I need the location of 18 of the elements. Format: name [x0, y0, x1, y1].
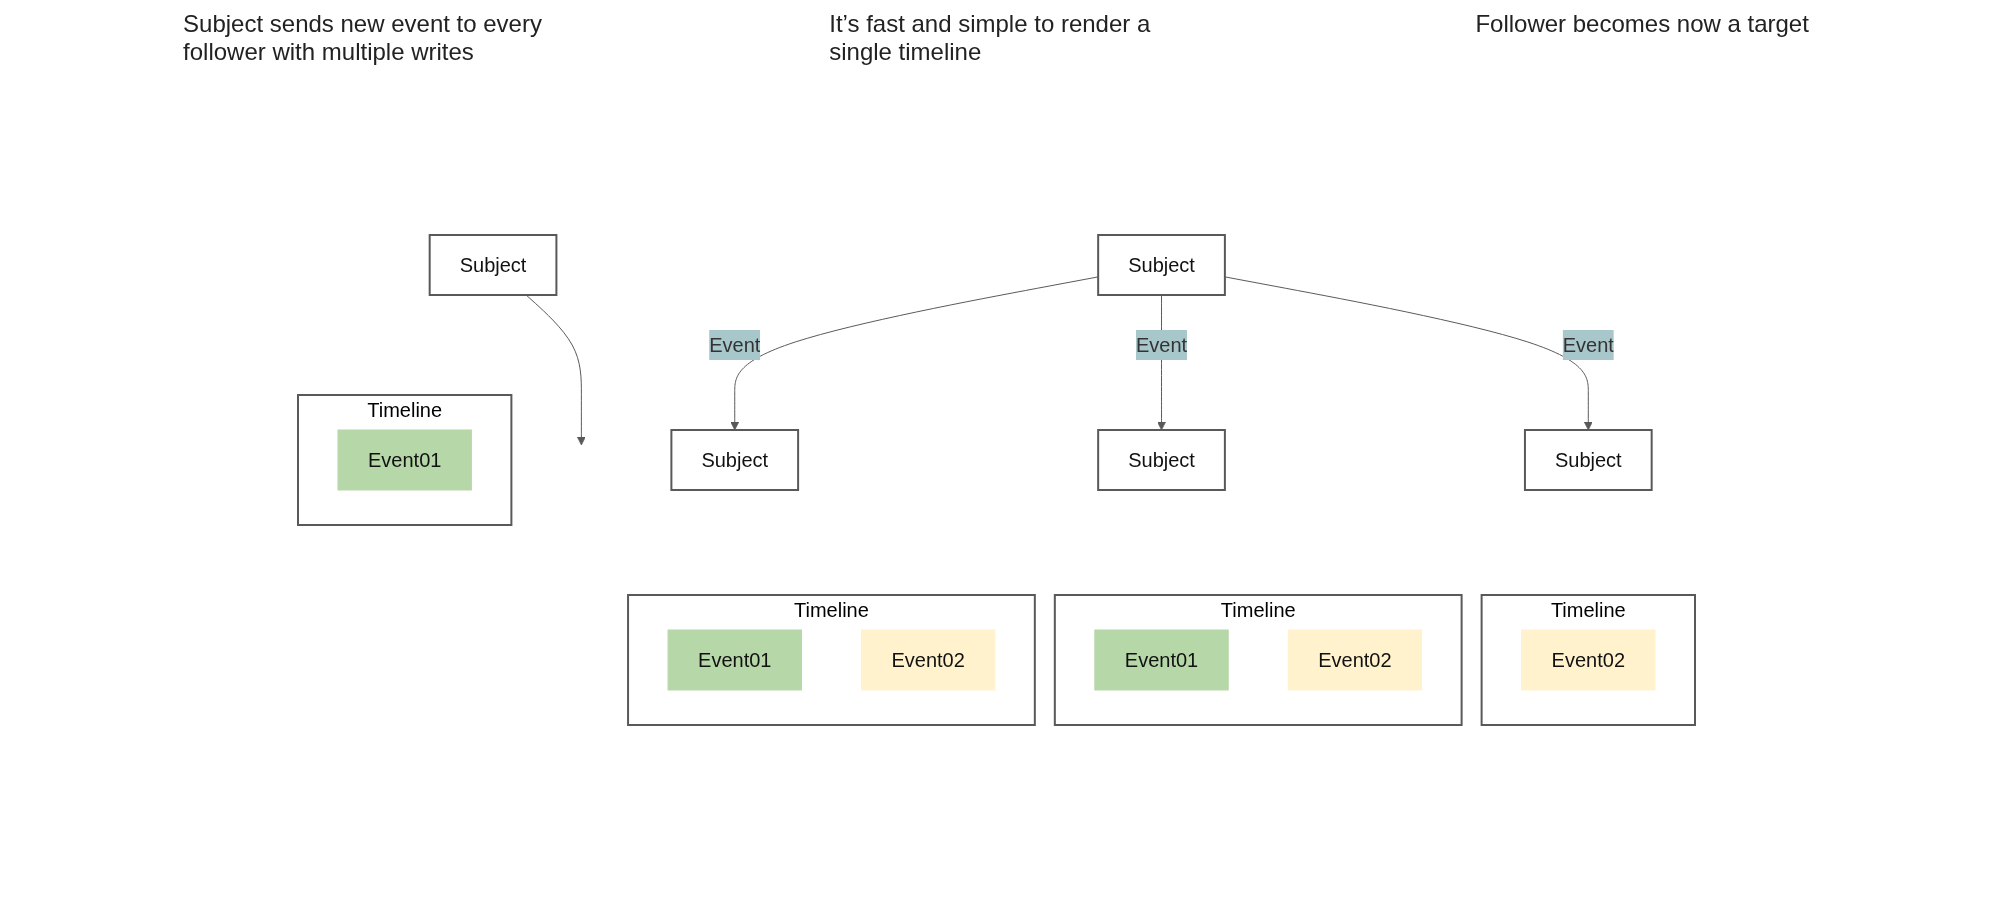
arrow — [525, 294, 586, 446]
node-box: Event02 — [1287, 629, 1422, 691]
annotation-text: Follower becomes now a target — [1475, 10, 1809, 39]
node-box: Event02 — [860, 629, 995, 691]
node-box: Subject — [1523, 429, 1653, 491]
node-box: Event01 — [1093, 629, 1229, 691]
edge-label: Event — [1562, 334, 1614, 356]
node-box: Subject — [1096, 234, 1226, 296]
node-box: Subject — [669, 429, 799, 491]
node-box: Subject — [1096, 429, 1226, 491]
node-box: Event01 — [337, 429, 472, 491]
annotation-text: It’s fast and simple to render a single timeline — [829, 10, 1152, 67]
annotation-text: Subject sends new event to every follower with multiple writes — [183, 10, 543, 67]
edge-label: Event — [1135, 334, 1187, 356]
node-box: Event01 — [667, 629, 802, 691]
node-box: Subject — [428, 234, 557, 296]
node-box: Event02 — [1520, 629, 1655, 691]
edge-label: Event — [708, 334, 760, 356]
